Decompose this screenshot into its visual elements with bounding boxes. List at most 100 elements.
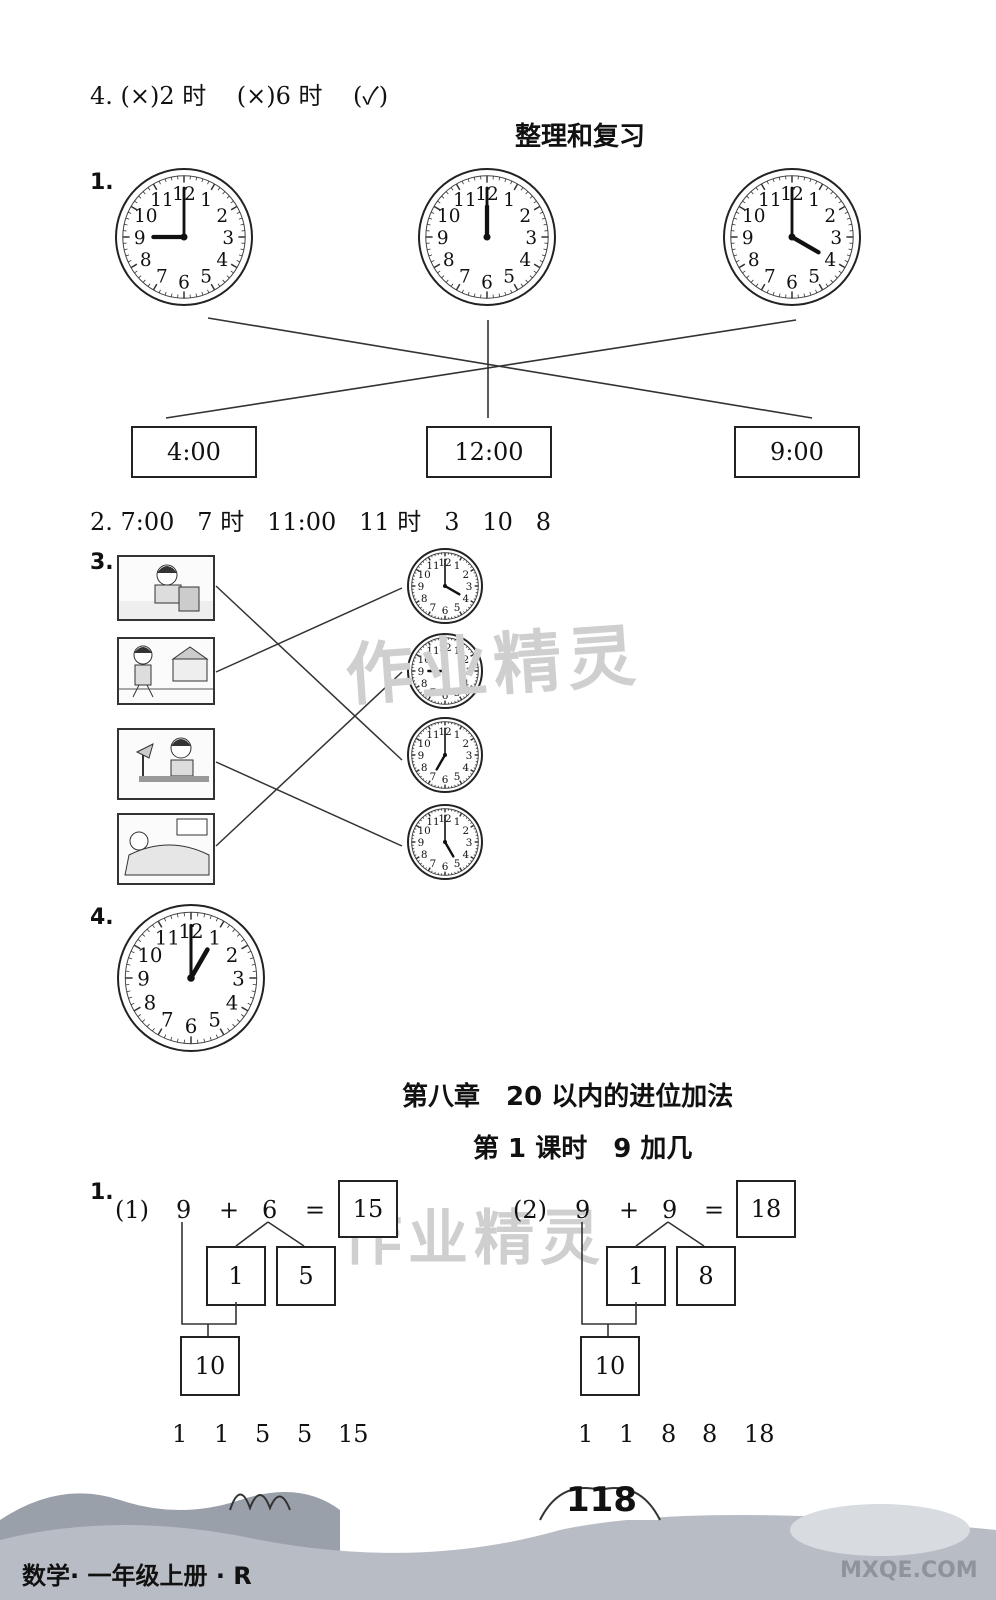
child-sleeping-illustration [124,818,210,876]
clock-numeral: 9 [418,581,425,593]
clock-numeral: 5 [454,858,461,870]
lesson-title: 第 1 课时 9 加几 [473,1134,693,1164]
clock-numeral: 4 [463,762,470,774]
clock-numeral: 6 [442,605,449,617]
clock-numeral: 10 [418,825,431,837]
hour-hand [435,753,447,771]
q1-label: 1. [90,170,114,195]
clock-numeral: 10 [437,206,460,227]
clock-numeral: 3 [466,581,473,593]
scene-picture-1 [117,555,215,621]
clock-numeral: 5 [454,602,461,614]
page-number: 118 [566,1480,637,1520]
clock-numeral: 7 [430,687,437,699]
clock-numeral: 8 [748,250,760,271]
match-line [215,761,403,847]
part1-answer-4: 5 [297,1420,313,1448]
part2-result-box: 18 [736,1180,796,1238]
hour-hand [789,234,821,255]
clock-numeral: 1 [454,816,461,828]
clock-numeral: 10 [137,944,162,967]
clock-numeral: 2 [519,206,531,227]
part2-ten-box: 10 [580,1336,640,1396]
clock-numeral: 8 [421,678,428,690]
q4-label: 4. [90,905,114,930]
clock-numeral: 5 [208,1009,221,1032]
hour-hand [443,840,455,858]
clock-numeral: 9 [437,228,449,249]
clock-numeral: 9 [418,666,425,678]
part2-answer-4: 8 [702,1420,718,1448]
time-box-2: 12:00 [426,426,552,478]
clock-numeral: 2 [463,569,470,581]
footer-landscape [0,1487,996,1600]
clock-numeral: 11 [758,190,781,211]
site-watermark: MXQE.COM [840,1558,978,1583]
clock-numeral: 5 [454,687,461,699]
clock-numeral: 3 [466,837,473,849]
match-line [215,585,403,761]
clock-numeral: 8 [421,593,428,605]
part2-plus: + [619,1196,640,1224]
part1-answer-2: 1 [214,1420,230,1448]
clock-numeral: 8 [443,250,455,271]
clock-numeral: 4 [824,250,836,271]
part1-ten-box: 10 [180,1336,240,1396]
clock-numeral: 10 [418,654,431,666]
clock-numeral: 9 [418,837,425,849]
part2-answer-2: 1 [619,1420,635,1448]
clock-numeral: 11 [426,645,439,657]
part1-result-box: 15 [338,1180,398,1238]
clock-numeral: 8 [421,762,428,774]
part1-prefix: (1) [115,1196,149,1224]
clock-numeral: 7 [764,266,776,287]
part1-plus: + [219,1196,240,1224]
clock-numeral: 1 [503,190,515,211]
clock-numeral: 10 [134,206,157,227]
clock-numeral: 9 [137,968,150,991]
clock-numeral: 2 [824,206,836,227]
clock-numeral: 10 [418,738,431,750]
girl-sitting-illustration [119,564,213,619]
match-line [207,317,813,419]
part1-split-b-box: 5 [276,1246,336,1306]
clock-numeral: 1 [454,729,461,741]
part2-split-b-box: 8 [676,1246,736,1306]
clock-numeral: 4 [463,593,470,605]
part2-addend-a: 9 [575,1196,591,1224]
clock-numeral: 11 [155,927,180,950]
q1b-label: 1. [90,1180,114,1205]
part2-answer-3: 8 [661,1420,677,1448]
scene-picture-2 [117,637,215,705]
clock-numeral: 5 [808,266,820,287]
clock-numeral: 3 [222,228,234,249]
chapter-title: 第八章 20 以内的进位加法 [402,1082,734,1112]
clock-numeral: 1 [454,560,461,572]
part1-addend-a: 9 [176,1196,192,1224]
time-box-3: 9:00 [734,426,860,478]
clock-numeral: 6 [786,272,798,293]
part2-addend-b: 9 [662,1196,678,1224]
clock-numeral: 2 [463,654,470,666]
clock-numeral: 10 [742,206,765,227]
clock-numeral: 1 [208,927,221,950]
clock-numeral: 7 [430,858,437,870]
clock-numeral: 6 [178,272,190,293]
hour-hand [188,947,210,981]
clock-numeral: 8 [140,250,152,271]
clock-numeral: 11 [426,816,439,828]
clock-numeral: 5 [503,266,515,287]
answer-line-4: 4. (×)2 时 (×)6 时 (✓) [90,82,389,110]
clock-numeral: 4 [216,250,228,271]
clock-numeral: 1 [454,645,461,657]
part1-answer-3: 5 [255,1420,271,1448]
clock-numeral: 8 [144,991,157,1014]
q1-matching-lines [165,317,813,419]
clock-numeral: 11 [426,560,439,572]
clock-numeral: 2 [463,825,470,837]
